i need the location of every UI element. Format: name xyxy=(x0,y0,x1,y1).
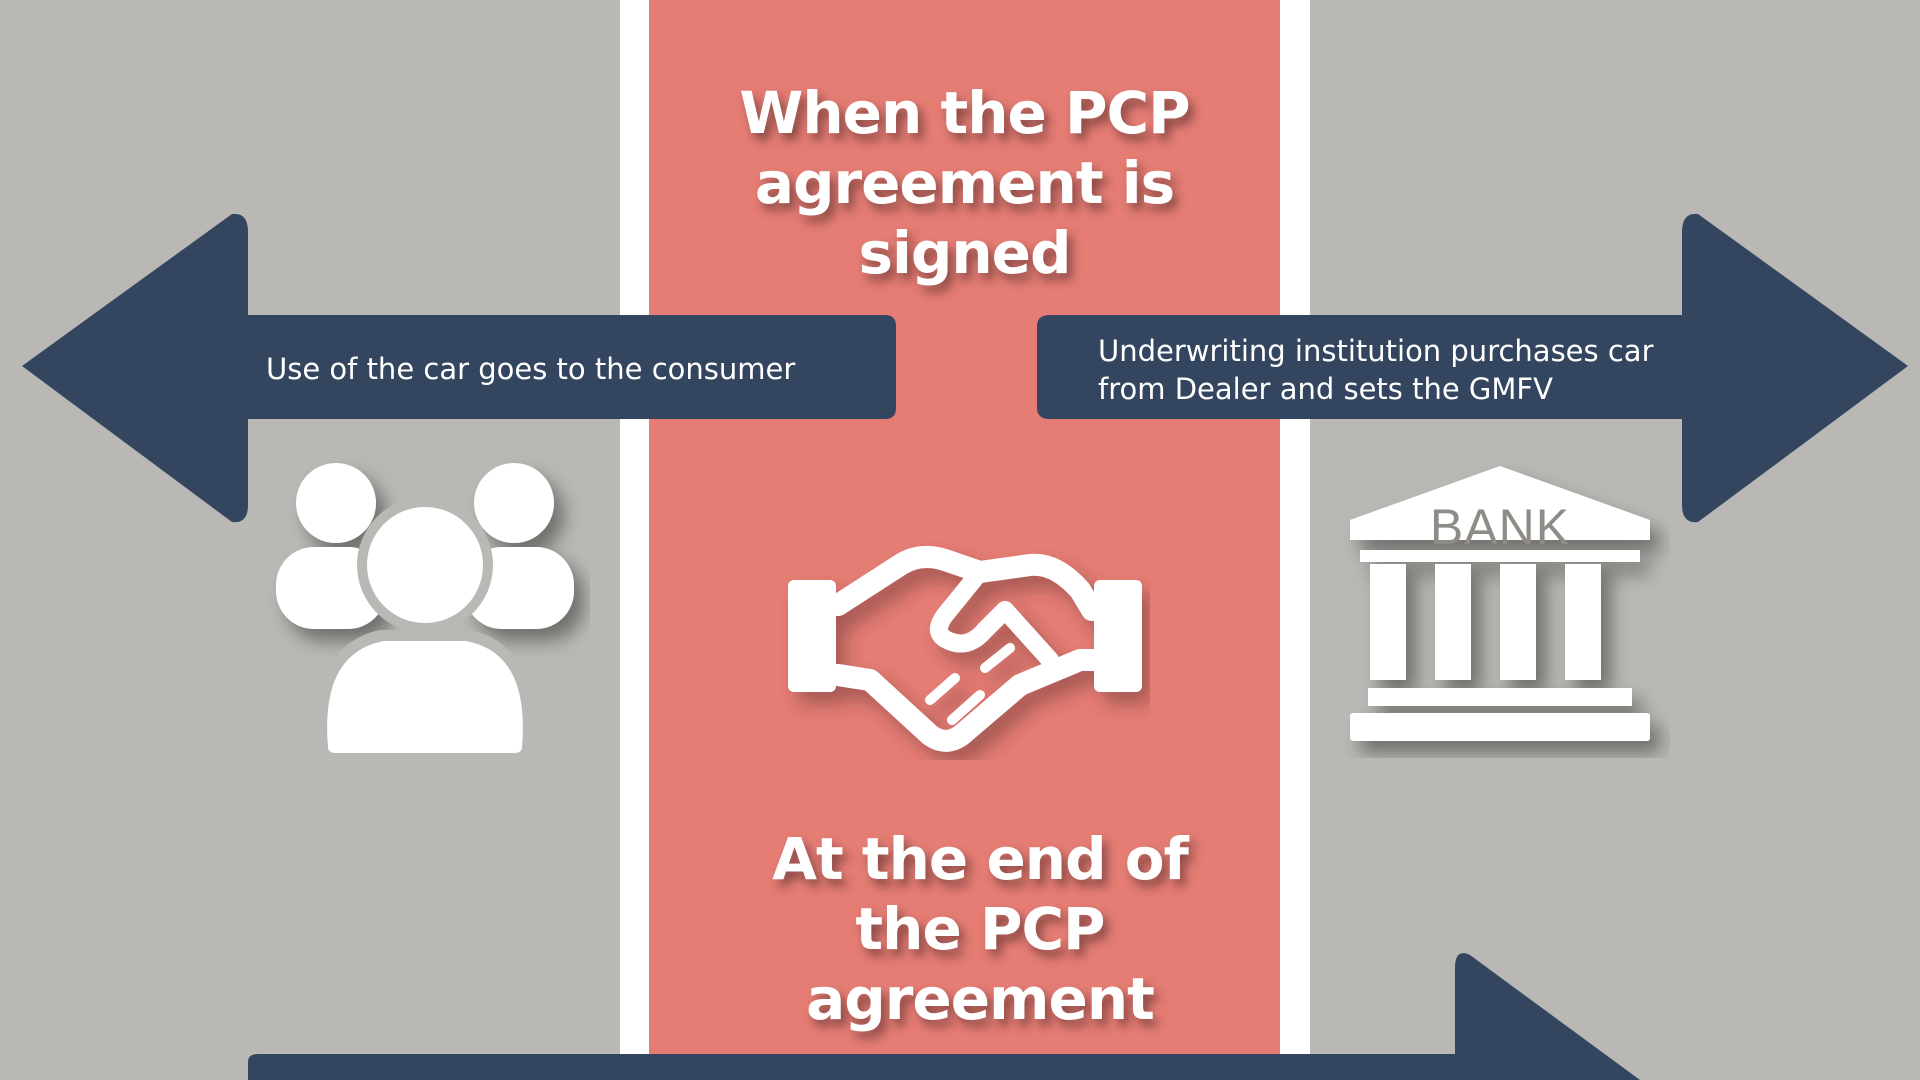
heading-bottom-line-1: At the end of xyxy=(772,825,1189,893)
left-arrow-label: Use of the car goes to the consumer xyxy=(266,352,796,386)
heading-top-line-1: When the PCP xyxy=(739,79,1190,147)
right-arrow xyxy=(1037,213,1908,523)
right-arrow-label-line-2: from Dealer and sets the GMFV xyxy=(1098,372,1553,406)
heading-agreement-signed: When the PCP agreement is signed xyxy=(649,78,1280,288)
bank-building-icon xyxy=(1350,466,1650,741)
right-arrow-label-line-1: Underwriting institution purchases car xyxy=(1098,334,1654,368)
bank-label: BANK xyxy=(1429,499,1571,555)
bottom-arrow xyxy=(248,953,1640,1080)
right-arrow-label: Underwriting institution purchases car f… xyxy=(1098,332,1718,408)
handshake-icon xyxy=(788,545,1142,752)
heading-top-line-2: agreement is signed xyxy=(754,149,1175,287)
heading-bottom-line-2: the PCP agreement xyxy=(806,895,1155,1033)
group-people-icon xyxy=(276,463,574,755)
heading-agreement-end: At the end of the PCP agreement xyxy=(680,824,1280,1034)
left-arrow xyxy=(22,213,896,523)
center-band xyxy=(649,0,1280,1080)
